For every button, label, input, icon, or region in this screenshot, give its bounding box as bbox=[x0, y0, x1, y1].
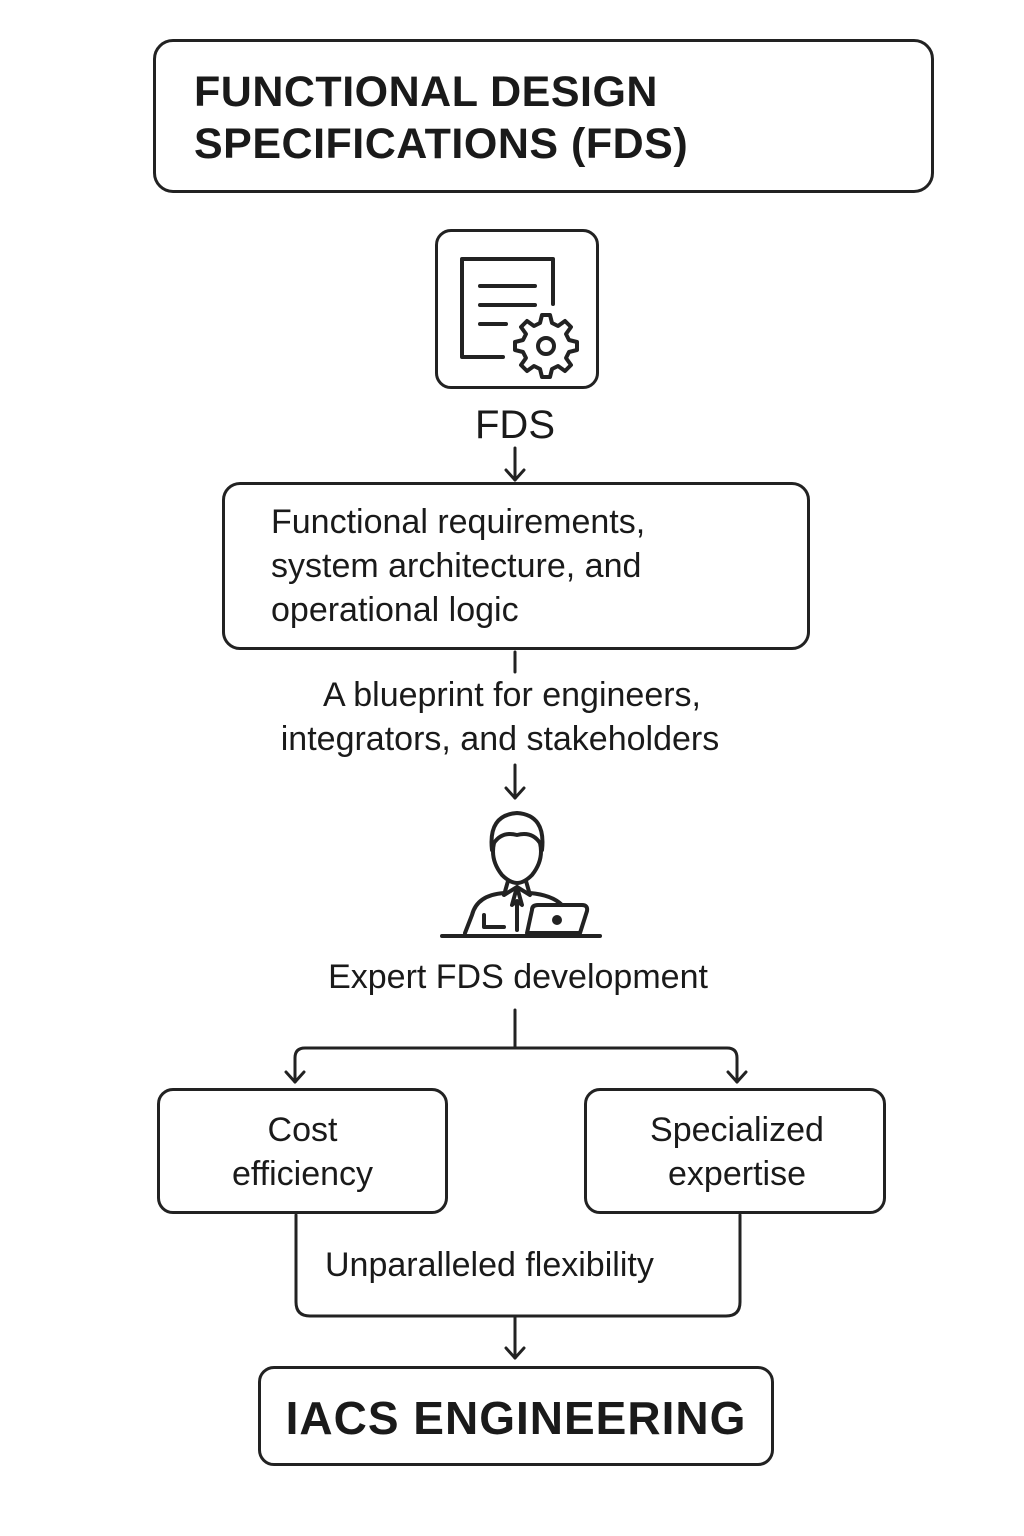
benefit-line-2: expertise bbox=[668, 1155, 806, 1193]
scope-line-1: Functional requirements, bbox=[271, 503, 646, 541]
document-gear-icon bbox=[460, 257, 579, 379]
arrowhead bbox=[726, 1070, 748, 1084]
fds-label: FDS bbox=[475, 403, 555, 447]
footer-box: IACS ENGINEERING bbox=[258, 1366, 774, 1466]
flexibility-label: Unparalleled flexibility bbox=[325, 1246, 654, 1284]
benefit-box-cost-efficiency: Cost efficiency bbox=[157, 1088, 448, 1214]
scope-box: Functional requirements, system architec… bbox=[222, 482, 810, 650]
arrowhead bbox=[284, 1070, 306, 1084]
benefit-box-specialized-expertise: Specialized expertise bbox=[584, 1088, 886, 1214]
title-line-1: FUNCTIONAL DESIGN bbox=[194, 68, 658, 116]
scope-line-2: system architecture, and bbox=[271, 547, 642, 585]
person-laptop-icon bbox=[440, 811, 602, 938]
blueprint-line-2: integrators, and stakeholders bbox=[280, 720, 720, 758]
scope-line-3: operational logic bbox=[271, 591, 519, 629]
benefit-line-2: efficiency bbox=[231, 1155, 374, 1193]
arrowhead bbox=[504, 786, 526, 800]
footer-label: IACS ENGINEERING bbox=[285, 1392, 747, 1444]
split-connector bbox=[293, 1046, 739, 1084]
title-box: FUNCTIONAL DESIGN SPECIFICATIONS (FDS) bbox=[153, 39, 934, 193]
arrowhead bbox=[504, 468, 526, 482]
flexibility-bracket bbox=[294, 1213, 742, 1318]
fds-icon-box bbox=[435, 229, 599, 389]
benefit-line-1: Cost bbox=[267, 1111, 338, 1149]
arrowhead bbox=[504, 1346, 526, 1360]
blueprint-line-1: A blueprint for engineers, bbox=[322, 676, 702, 714]
title-line-2: SPECIFICATIONS (FDS) bbox=[194, 120, 689, 168]
expert-label: Expert FDS development bbox=[328, 958, 708, 996]
benefit-line-1: Specialized bbox=[650, 1111, 824, 1149]
